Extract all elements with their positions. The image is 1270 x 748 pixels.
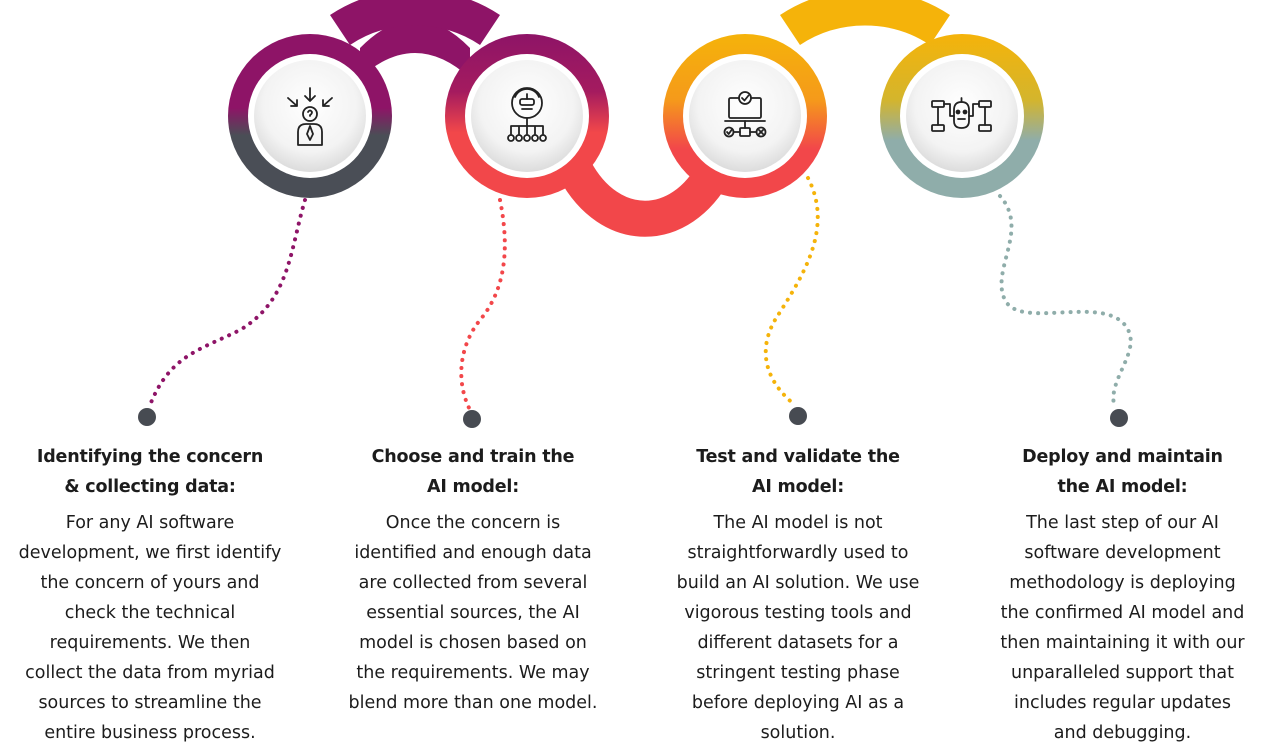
process-diagram (138, 0, 1133, 428)
dotted-connector-3 (763, 176, 820, 407)
step-heading: Deploy and maintain the AI model: (1022, 447, 1223, 497)
person-with-question-icon (287, 87, 333, 146)
ring-4 (880, 34, 1044, 198)
dotted-connector-1 (148, 198, 307, 407)
bridge-top-2 (780, 0, 950, 46)
step-description: For any AI software development, we firs… (18, 513, 282, 743)
marker-dot-2 (463, 410, 481, 428)
step-choose-train: Choose and train the AI model: Once the … (322, 442, 624, 718)
marker-dot-3 (789, 407, 807, 425)
dotted-connector-2 (459, 198, 507, 412)
step-heading: Choose and train the AI model: (371, 447, 575, 497)
step-description: The last step of our AI software develop… (1000, 513, 1245, 743)
dotted-connector-4 (998, 194, 1133, 410)
marker-dot-1 (138, 408, 156, 426)
step-deploy-maintain: Deploy and maintain the AI model: The la… (975, 442, 1270, 748)
ai-brain-network-icon (507, 87, 547, 142)
step-description: The AI model is not straightforwardly us… (676, 513, 920, 743)
bridge-bottom (559, 160, 731, 237)
step-test-validate: Test and validate the AI model: The AI m… (650, 442, 946, 748)
step-heading: Identifying the concern & collecting dat… (36, 447, 264, 497)
ring-2 (445, 34, 609, 198)
robot-deploy-icon (931, 97, 992, 132)
marker-dot-4 (1110, 409, 1128, 427)
laptop-validation-flow-icon (723, 91, 767, 138)
step-heading: Test and validate the AI model: (696, 447, 900, 497)
step-identify: Identifying the concern & collecting dat… (0, 442, 300, 748)
step-description: Once the concern is identified and enoug… (348, 513, 598, 713)
ring-3 (663, 34, 827, 198)
bridge-top-1 (360, 20, 470, 78)
